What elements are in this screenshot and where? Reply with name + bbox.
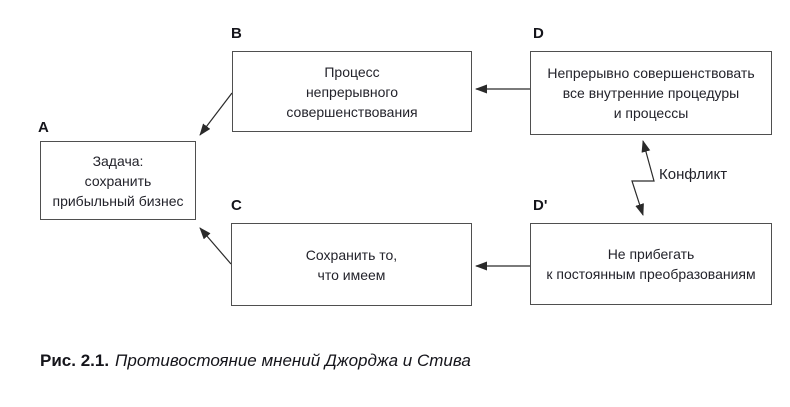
node-b: Процесс непрерывного совершенствования <box>232 51 472 132</box>
node-a-text: Задача: сохранить прибыльный бизнес <box>52 152 184 209</box>
node-b-text: Процесс непрерывного совершенствования <box>286 63 418 120</box>
node-label-a: A <box>38 119 49 136</box>
node-d-prime: Не прибегать к постоянным преобразования… <box>530 223 772 305</box>
node-label-d-prime: D' <box>533 197 548 214</box>
arrow-b-to-a <box>199 92 233 136</box>
conflict-zigzag-arrow <box>631 140 655 216</box>
node-label-d: D <box>533 25 544 42</box>
caption-text: Противостояние мнений Джорджа и Стива <box>115 351 471 370</box>
arrow-c-to-a <box>199 227 232 265</box>
node-d-text: Непрерывно совершенствовать все внутренн… <box>547 65 755 121</box>
node-d: Непрерывно совершенствовать все внутренн… <box>530 51 772 135</box>
figure-caption: Рис. 2.1. Противостояние мнений Джорджа и… <box>40 351 471 371</box>
node-label-c: C <box>231 197 242 214</box>
node-c-text: Сохранить то, что имеем <box>305 246 398 283</box>
node-d-prime-text: Не прибегать к постоянным преобразования… <box>546 246 756 282</box>
node-a: Задача: сохранить прибыльный бизнес <box>40 141 196 220</box>
caption-number: Рис. 2.1. <box>40 351 110 370</box>
node-label-b: B <box>231 25 242 42</box>
node-c: Сохранить то, что имеем <box>231 223 472 306</box>
conflict-label: Конфликт <box>659 166 728 183</box>
